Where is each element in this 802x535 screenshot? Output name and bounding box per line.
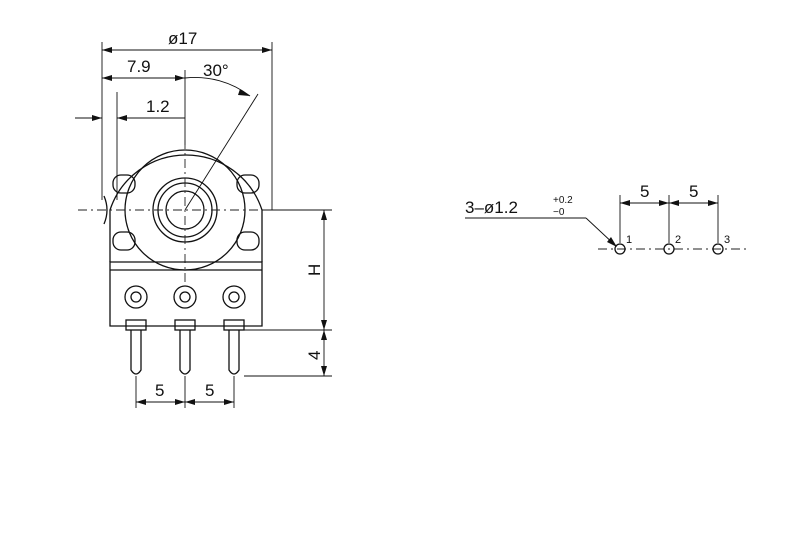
pin-number-3: 3 (724, 234, 730, 246)
pcb-hole-2 (663, 243, 675, 255)
angle-ray (184, 93, 259, 211)
arrowhead (224, 399, 234, 405)
arrowhead (102, 75, 112, 81)
arrowhead (175, 75, 185, 81)
arrowhead (136, 399, 146, 405)
arrowhead (185, 399, 195, 405)
terminal-hole-2 (179, 291, 191, 303)
terminal-eyelet-2 (173, 285, 197, 309)
pcb-hole-3 (712, 243, 724, 255)
mounting-lug-left-lower (112, 231, 136, 251)
pcb-pitch-2-label: 5 (689, 182, 698, 201)
arrowhead (659, 200, 669, 206)
pcb-hole-layout: 3–ø1.2 +0.2 −0 1 2 3 5 5 (465, 182, 748, 255)
terminal-hole-3 (228, 291, 240, 303)
arrowhead (92, 115, 102, 121)
arrowhead (321, 210, 327, 220)
pin-shoulder-2 (174, 319, 196, 331)
pin-1 (130, 330, 142, 375)
arrowhead (607, 237, 617, 247)
terminal-hole-1 (130, 291, 142, 303)
arrowhead (321, 366, 327, 376)
dim-lug-label: 1.2 (146, 97, 170, 116)
arrowhead (708, 200, 718, 206)
dim-pin-length-label: 4 (305, 351, 324, 360)
mounting-lug-right-upper (236, 174, 260, 194)
mounting-lug-right-lower (236, 231, 260, 251)
terminal-eyelet-3 (222, 285, 246, 309)
dim-pitch-2-label: 5 (205, 381, 214, 400)
arrowhead (175, 399, 185, 405)
pin-number-2: 2 (675, 234, 681, 246)
arrowhead (669, 200, 679, 206)
pin-3 (228, 330, 240, 375)
mounting-lug-left-upper (112, 174, 136, 194)
arrowhead (321, 330, 327, 340)
hole-tolerance-lower: −0 (553, 207, 565, 218)
arrowhead (102, 47, 112, 53)
arrowhead (321, 320, 327, 330)
hole-spec-label: 3–ø1.2 (465, 198, 518, 217)
pcb-hole-1 (614, 243, 626, 255)
hole-tolerance-upper: +0.2 (553, 195, 573, 206)
side-lug-left (103, 195, 108, 225)
dim-pitch-1-label: 5 (155, 381, 164, 400)
pin-shoulder-1 (125, 319, 147, 331)
arrowhead (262, 47, 272, 53)
angle-arc (184, 77, 251, 97)
terminal-block (109, 261, 263, 327)
terminal-eyelet-1 (124, 285, 148, 309)
arrowhead (620, 200, 630, 206)
pin-2 (179, 330, 191, 375)
pin-number-1: 1 (626, 234, 632, 246)
dim-diameter-label: ø17 (168, 29, 197, 48)
pin-shoulder-3 (223, 319, 245, 331)
dim-height-label: H (305, 264, 324, 276)
pcb-pitch-1-label: 5 (640, 182, 649, 201)
dim-offset-label: 7.9 (127, 57, 151, 76)
dim-angle-label: 30° (203, 61, 229, 80)
potentiometer-front-view: ø17 7.9 30° 1.2 (75, 29, 332, 408)
arrowhead (117, 115, 127, 121)
body-outline (109, 154, 263, 262)
arrowhead (238, 89, 250, 96)
